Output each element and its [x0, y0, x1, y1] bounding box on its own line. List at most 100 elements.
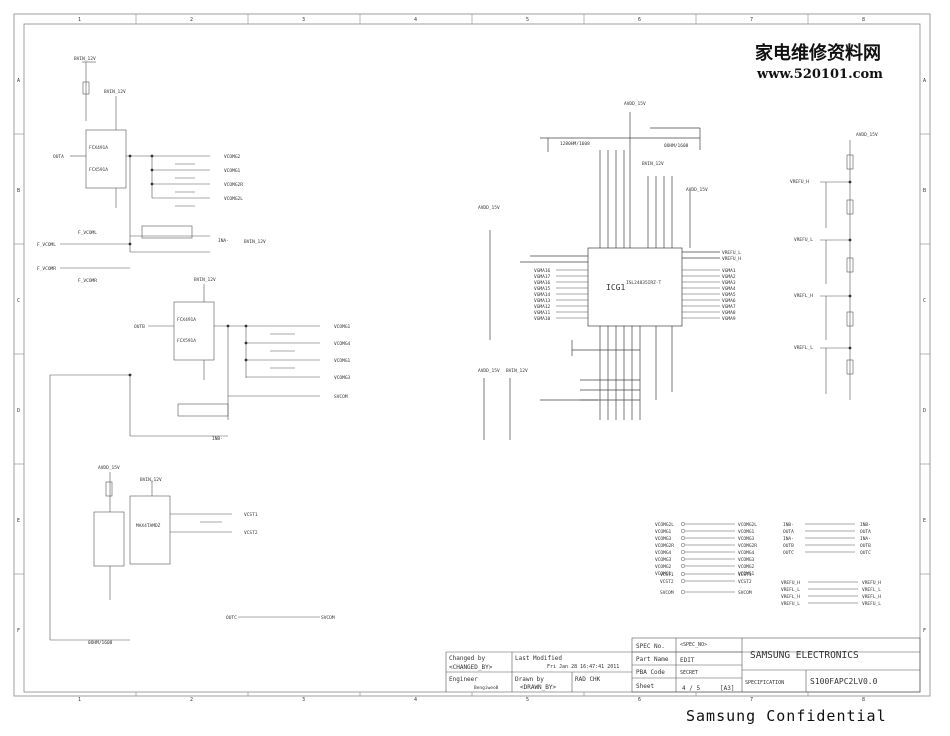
row-label: F	[923, 628, 926, 634]
ic-pin-label: VGMA11	[534, 310, 551, 316]
transistor-label: FCX591A	[177, 338, 196, 344]
net-vcomg2: VCOMG2	[224, 154, 241, 160]
ic-pin-label: VGMA14	[534, 292, 551, 298]
ic-main-labels: ICG1 ISL24835IRZ-T AVDD_15V AVDD_15V BVI…	[478, 101, 741, 374]
buffer-stage-mid-dots	[128, 324, 248, 377]
changed-by-label: Changed by	[449, 655, 486, 662]
net-vrefu-l2: VREFU_L	[794, 237, 813, 243]
tp-label: VREFU_H	[862, 580, 881, 586]
net-outc: OUTC	[226, 615, 237, 621]
buffer-stage-top-dots	[128, 154, 154, 246]
last-modified-label: Last Modified	[515, 655, 562, 662]
col-label: 2	[190, 697, 193, 703]
row-label: D	[923, 408, 926, 414]
ic-pin-label: VGMA17	[534, 274, 551, 280]
row-label: D	[17, 408, 20, 414]
resistor-label: 0OHM/1608	[88, 640, 113, 646]
tp-label: INB-	[783, 522, 794, 528]
tp-label: OUTC	[860, 550, 871, 556]
col-label: 3	[302, 697, 305, 703]
col-label: 1	[78, 17, 81, 23]
col-label: 5	[526, 697, 529, 703]
sheet-size: [A3]	[720, 685, 734, 692]
test-points-io-symbols	[805, 523, 858, 604]
spec-no-label: SPEC No.	[636, 643, 665, 650]
tp-label: VCOMG4	[738, 550, 755, 556]
ic-left-pin-lines	[556, 269, 720, 319]
net-svcom2: SVCOM	[321, 615, 335, 621]
tp-label: VCOMG4	[655, 550, 672, 556]
net-vcomg1: VCOMG1	[224, 168, 241, 174]
row-label: F	[17, 628, 20, 634]
row-label: C	[923, 298, 926, 304]
title-block-frame	[445, 637, 921, 693]
net-f-vcoml: F_VCOML	[37, 242, 56, 248]
net-inb: INB-	[212, 436, 223, 442]
tp-label: VCOMG2	[738, 564, 755, 570]
buffer-stage-mid-labels: BVIN_12V FCX491A FCX591A OUTB VCOMG1 VCO…	[134, 277, 351, 442]
net-outa: OUTA	[53, 154, 64, 160]
border-frame	[13, 13, 931, 697]
tp-label: VCOMG1	[655, 571, 672, 577]
ic-main	[483, 112, 720, 440]
ic-pin-label: VGMA16	[534, 268, 551, 274]
ic-pin-label: VGMA8	[722, 310, 736, 316]
col-label: 1	[78, 697, 81, 703]
net-vrefl-h: VREFL_H	[794, 293, 813, 299]
tp-label: VCOMG2	[655, 564, 672, 570]
net-vcomg4: VCOMG4	[334, 341, 351, 347]
tp-label: VCOMG2R	[655, 543, 674, 549]
col-label: 7	[750, 17, 753, 23]
net-bvin2: BVIN_12V	[104, 89, 126, 95]
net-f-vcom: F_VCOML	[78, 230, 97, 236]
test-points-vcom: VCOMG2L VCOMG1 VCOMG3 VCOMG2R VCOMG4 VCO…	[655, 522, 757, 596]
net-bvin5: BVIN_12V	[140, 477, 162, 483]
net-f-vcomr: F_VCOMR	[37, 266, 56, 272]
net-vrefu-h2: VREFU_H	[790, 179, 809, 185]
vcst-stage-labels: AVDD_15V BVIN_12V MAX4TAMDZ VCST1 VCST2 …	[88, 465, 335, 646]
ic-right-pins: VGMA1 VGMA2 VGMA3 VGMA4 VGMA5 VGMA6 VGMA…	[722, 268, 736, 322]
ic-pin-label: VGMA13	[534, 298, 551, 304]
row-label: A	[17, 78, 20, 84]
tp-label: VCOMG2R	[738, 543, 757, 549]
tp-label: VCOMG2L	[738, 522, 757, 528]
tp-label: VCOMG1	[738, 529, 755, 535]
drawn-by-value: <DRAWN_BY>	[520, 684, 557, 691]
col-label: 3	[302, 17, 305, 23]
net-bvin4: BVIN_12V	[194, 277, 216, 283]
sheet-label: Sheet	[636, 683, 654, 690]
tp-label: VREFL_L	[781, 587, 800, 593]
buffer-stage-top-labels: BVIN_12V BVIN_12V FCX491A FCX591A OUTA V…	[37, 56, 266, 284]
ic-pin-label: VGMA1	[722, 268, 736, 274]
ic-pin-label: VGMA15	[534, 286, 551, 292]
row-label: C	[17, 298, 20, 304]
engineer-value: Bengiweo8	[474, 685, 499, 691]
border-col-ticks	[14, 14, 930, 696]
test-points-vcom-symbols	[680, 521, 735, 595]
net-bvin3: BVIN_12V	[244, 239, 266, 245]
tp-label: SVCOM	[738, 590, 752, 596]
tp-label: OUTA	[860, 529, 871, 535]
pba-code-value: SECRET	[680, 670, 698, 676]
part-name-value: EDIT	[680, 657, 695, 664]
tp-label: VCOMG3	[738, 557, 755, 563]
last-modified-value: Fri Jan 28 16:47:41 2011	[547, 664, 619, 670]
part-name-label: Part Name	[636, 656, 669, 663]
rad-chk-label: RAD CHK	[575, 676, 601, 683]
col-label: 2	[190, 17, 193, 23]
net-avdd4: AVDD_15V	[686, 187, 708, 193]
title-block-text: Changed by <CHANGED_BY> Last Modified Fr…	[449, 642, 878, 692]
resistor-label: 0OHM/1608	[664, 143, 689, 149]
net-bvin: BVIN_12V	[74, 56, 96, 62]
tp-label: INA-	[783, 536, 794, 542]
tp-label: INB-	[860, 522, 871, 528]
tp-label: VREFL_H	[862, 594, 881, 600]
transistor-label: FCX491A	[89, 145, 108, 151]
vref-divider-dots	[848, 180, 852, 350]
col-label: 6	[638, 17, 641, 23]
net-f-vcomr2: F_VCOMR	[78, 278, 97, 284]
tp-label: OUTB	[860, 543, 871, 549]
tp-label: SVCOM	[660, 590, 674, 596]
col-label: 8	[862, 17, 865, 23]
